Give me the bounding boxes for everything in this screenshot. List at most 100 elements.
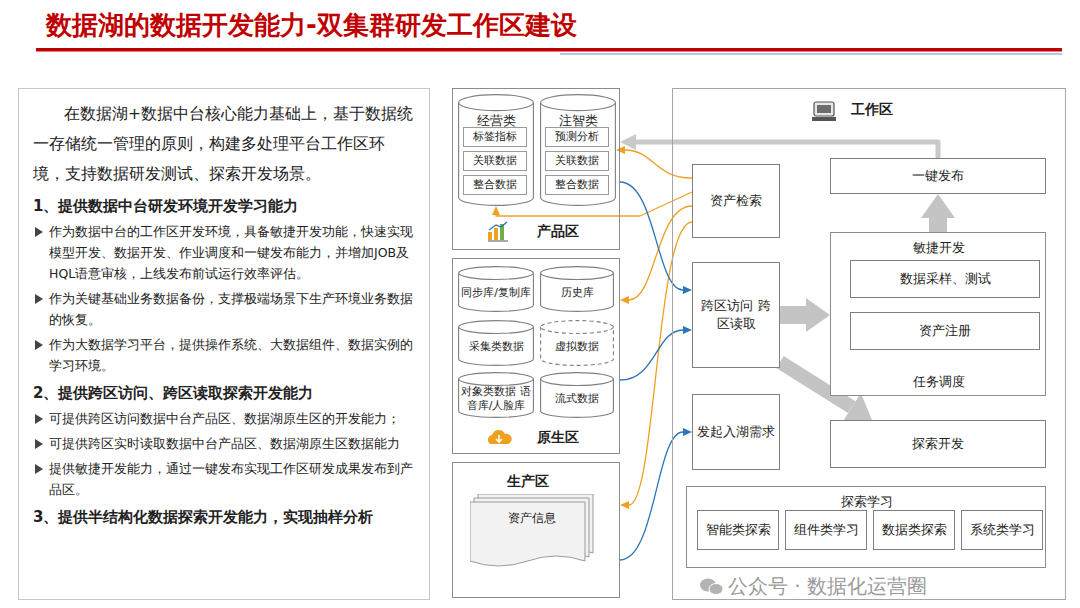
- document-sheet: [470, 502, 585, 566]
- process-box: 数据采样、测试: [850, 260, 1040, 298]
- cylinder-top: [541, 267, 614, 280]
- process-box: 智能类探索: [697, 510, 779, 550]
- wechat-icon: [700, 579, 723, 595]
- data-tag: 关联数据: [463, 151, 527, 171]
- text-holder: 探索学习: [687, 493, 1047, 511]
- server-icon: [812, 102, 836, 121]
- text-holder: 敏捷开发: [831, 239, 1047, 257]
- panel-heading: 1、提供数据中台研发环境开发学习能力: [33, 193, 415, 219]
- cylinder-top: [459, 373, 534, 386]
- cloud-icon: [488, 430, 512, 444]
- text-holder: 任务调度: [831, 373, 1047, 391]
- virtual-database: 虚拟数据: [540, 320, 614, 366]
- data-tag: 整合数据: [545, 175, 609, 195]
- data-tag: 预测分析: [545, 127, 609, 147]
- box-label: 预测分析: [555, 130, 599, 145]
- bullet-text: 可提供跨区访问数据中台产品区、数据湖原生区的开发能力；: [33, 408, 415, 429]
- group-title: 探索学习: [687, 493, 1047, 511]
- box-label: 一键发布: [912, 167, 964, 185]
- group-title: 任务调度: [831, 373, 1047, 391]
- process-box: 跨区访问 跨区读取: [692, 262, 780, 368]
- database-cylinder: 同步库/复制库: [458, 266, 534, 312]
- box-label: 资产注册: [919, 322, 971, 340]
- box-label: 对象类数据 语音库/人脸库: [461, 385, 531, 413]
- document-shape: 资产信息: [470, 494, 594, 570]
- zone-title: 生产区: [483, 473, 573, 491]
- process-box: 数据类探索: [873, 510, 955, 550]
- cylinder-top: [459, 321, 534, 334]
- panel-heading: 3、提供半结构化数据探索开发能力，实现抽样分析: [33, 504, 415, 530]
- database-cylinder: 采集类数据: [458, 320, 534, 366]
- box-label: 资产检索: [710, 192, 762, 210]
- box-label: 跨区访问 跨区读取: [697, 297, 775, 332]
- database-cylinder: 注智类预测分析关联数据整合数据: [540, 94, 616, 206]
- title-rule-shadow: [560, 53, 1062, 55]
- box-label: 流式数据: [555, 392, 599, 406]
- box-label: 数据类探索: [882, 521, 947, 539]
- process-box: 资产注册: [850, 312, 1040, 350]
- database-cylinder: 对象类数据 语音库/人脸库: [458, 372, 534, 418]
- box-label: 同步库/复制库: [461, 286, 531, 300]
- connector: [780, 306, 806, 324]
- cylinder-body: [459, 102, 534, 205]
- bullet-text: 提供敏捷开发能力，通过一键发布实现工作区研发成果发布到产品区。: [33, 458, 415, 500]
- box-label: 整合数据: [555, 178, 599, 193]
- zone-box: 产品区经营类标签指标关联数据整合数据注智类预测分析关联数据整合数据: [452, 88, 620, 250]
- text-holder: 工作区: [851, 101, 931, 119]
- cylinder-top: [541, 95, 616, 111]
- zone-box: 生产区资产信息: [452, 462, 620, 598]
- bullet-text: 作为关键基础业务数据备份，支撑极端场景下生产环境业务数据的恢复。: [33, 288, 415, 330]
- cylinder-top: [541, 373, 614, 386]
- database-cylinder: 历史库: [540, 266, 614, 312]
- box-label: 关联数据: [473, 154, 517, 169]
- text-holder: 原生区: [513, 429, 603, 447]
- connector: [620, 330, 683, 380]
- box-label: 历史库: [561, 286, 594, 300]
- cylinder-top: [541, 321, 614, 334]
- zone-title: 产品区: [513, 223, 603, 241]
- panel-paragraph: 在数据湖+数据中台核心能力基础上，基于数据统一存储统一管理的原则，构建多处理平台…: [33, 99, 415, 189]
- data-tag: 标签指标: [463, 127, 527, 147]
- bullet-text: 作为大数据学习平台，提供操作系统、大数据组件、数据实例的学习环境。: [33, 334, 415, 376]
- text-holder: 产品区: [513, 223, 603, 241]
- cylinder-body: [541, 102, 616, 205]
- box-label: 整合数据: [473, 178, 517, 193]
- cylinder-top: [459, 267, 534, 280]
- zone-box: 原生区 同步库/复制库 历史库采集类数据 虚拟数据对象类数据 语音库/人脸库 流式数据: [452, 258, 620, 454]
- process-box: 探索开发: [830, 420, 1046, 468]
- box-label: 标签指标: [473, 130, 517, 145]
- watermark: 公众号 · 数据化运营圈: [728, 574, 927, 598]
- box-label: 采集类数据: [469, 340, 524, 354]
- group-box: 敏捷开发任务调度 数据采样、测试资产注册: [830, 232, 1046, 396]
- group-title: 敏捷开发: [831, 239, 1047, 257]
- data-tag: 整合数据: [463, 175, 527, 195]
- box-label: 系统类学习: [970, 521, 1035, 539]
- connector: [629, 222, 692, 505]
- chart-icon: [488, 222, 508, 241]
- process-box: 发起入湖需求: [692, 394, 780, 470]
- box-label: 数据采样、测试: [900, 270, 991, 288]
- bullet-text: 作为数据中台的工作区开发环境，具备敏捷开发功能，快速实现模型开发、数据开发、作业…: [33, 221, 415, 284]
- process-box: 资产检索: [692, 164, 780, 238]
- connector: [636, 142, 938, 158]
- zone-title: 原生区: [513, 429, 603, 447]
- process-box: 系统类学习: [961, 510, 1043, 550]
- database-cylinder: 流式数据: [540, 372, 614, 418]
- process-box: 一键发布: [830, 158, 1046, 194]
- box-label: 资产信息: [508, 510, 556, 527]
- text-panel: 在数据湖+数据中台核心能力基础上，基于数据统一存储统一管理的原则，构建多处理平台…: [18, 88, 430, 600]
- box-label: 虚拟数据: [555, 340, 599, 354]
- title-rule: [36, 48, 1062, 52]
- box-label: 关联数据: [555, 154, 599, 169]
- connector: [625, 150, 692, 178]
- connector: [929, 218, 947, 232]
- workspace-box: 工作区资产检索跨区访问 跨区读取发起入湖需求 一键发布敏捷开发任务调度 数据采样、测…: [672, 88, 1066, 600]
- box-label: 智能类探索: [706, 521, 771, 539]
- connector: [620, 432, 683, 560]
- box-label: 发起入湖需求: [697, 423, 775, 441]
- box-label: 探索开发: [912, 435, 964, 453]
- connector: [620, 182, 683, 290]
- process-box: 组件类学习: [785, 510, 867, 550]
- zone-title: 工作区: [851, 101, 931, 119]
- text-holder: 生产区: [483, 473, 573, 491]
